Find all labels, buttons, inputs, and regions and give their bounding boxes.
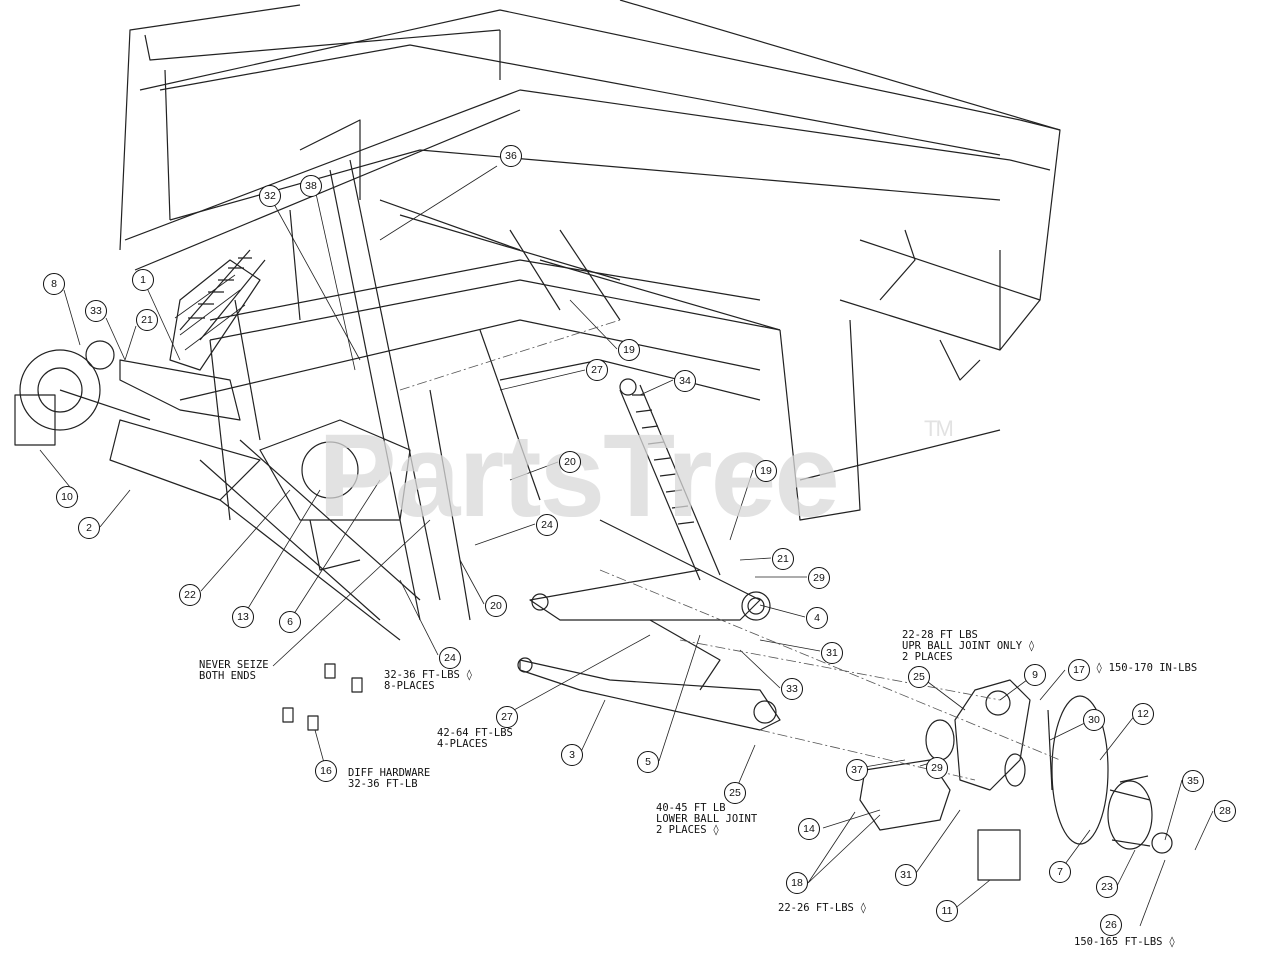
right-control-arms xyxy=(517,519,781,731)
note-torque-32-36-8places: 32-36 FT-LBS ◊ 8-PLACES xyxy=(384,669,473,692)
callout-9[interactable]: 9 xyxy=(1024,664,1046,686)
callout-32[interactable]: 32 xyxy=(259,185,281,207)
callout-34[interactable]: 34 xyxy=(674,370,696,392)
callout-29a[interactable]: 29 xyxy=(808,567,830,589)
callout-25a[interactable]: 25 xyxy=(908,666,930,688)
callout-6[interactable]: 6 xyxy=(279,611,301,633)
callout-22[interactable]: 22 xyxy=(179,584,201,606)
callout-12[interactable]: 12 xyxy=(1132,703,1154,725)
differential-housing xyxy=(259,419,411,571)
callout-33a[interactable]: 33 xyxy=(85,300,107,322)
main-frame xyxy=(119,0,1061,641)
note-torque-42-64: 42-64 FT-LBS 4-PLACES xyxy=(437,727,513,750)
callout-18[interactable]: 18 xyxy=(786,872,808,894)
note-torque-150-170: ◊ 150-170 IN-LBS xyxy=(1096,662,1198,674)
callout-2[interactable]: 2 xyxy=(78,517,100,539)
callout-28[interactable]: 28 xyxy=(1214,800,1236,822)
callout-31b[interactable]: 31 xyxy=(895,864,917,886)
callout-24b[interactable]: 24 xyxy=(439,647,461,669)
callout-35[interactable]: 35 xyxy=(1182,770,1204,792)
callout-13[interactable]: 13 xyxy=(232,606,254,628)
callout-24a[interactable]: 24 xyxy=(536,514,558,536)
callout-16[interactable]: 16 xyxy=(315,760,337,782)
callout-36[interactable]: 36 xyxy=(500,145,522,167)
callout-37[interactable]: 37 xyxy=(846,759,868,781)
callout-5[interactable]: 5 xyxy=(637,751,659,773)
callout-21b[interactable]: 21 xyxy=(772,548,794,570)
callout-23[interactable]: 23 xyxy=(1096,876,1118,898)
left-suspension-assembly xyxy=(14,259,261,501)
callout-1[interactable]: 1 xyxy=(132,269,154,291)
callout-3[interactable]: 3 xyxy=(561,744,583,766)
note-lower-ball-joint: 40-45 FT LB LOWER BALL JOINT 2 PLACES ◊ xyxy=(656,802,758,836)
callout-29b[interactable]: 29 xyxy=(926,757,948,779)
note-never-seize: NEVER SEIZE BOTH ENDS xyxy=(199,659,269,682)
callout-30[interactable]: 30 xyxy=(1083,709,1105,731)
callout-21a[interactable]: 21 xyxy=(136,309,158,331)
callout-19a[interactable]: 19 xyxy=(618,339,640,361)
note-diff-hardware: DIFF HARDWARE 32-36 FT-LB xyxy=(348,767,431,790)
callout-11[interactable]: 11 xyxy=(936,900,958,922)
callout-27b[interactable]: 27 xyxy=(496,706,518,728)
callout-10[interactable]: 10 xyxy=(56,486,78,508)
callout-20b[interactable]: 20 xyxy=(485,595,507,617)
callout-4[interactable]: 4 xyxy=(806,607,828,629)
note-torque-22-26: 22-26 FT-LBS ◊ xyxy=(778,902,867,914)
callout-8[interactable]: 8 xyxy=(43,273,65,295)
callout-27a[interactable]: 27 xyxy=(586,359,608,381)
shock-absorber-left xyxy=(179,249,266,341)
callout-7[interactable]: 7 xyxy=(1049,861,1071,883)
right-knuckle-hub-exploded xyxy=(859,679,1173,881)
callout-38[interactable]: 38 xyxy=(300,175,322,197)
shock-absorber-right xyxy=(619,378,721,581)
callout-17[interactable]: 17 xyxy=(1068,659,1090,681)
diff-hardware-bolts xyxy=(282,663,363,731)
callout-20a[interactable]: 20 xyxy=(559,451,581,473)
callout-14[interactable]: 14 xyxy=(798,818,820,840)
note-upper-ball-joint: 22-28 FT LBS UPR BALL JOINT ONLY ◊ 2 PLA… xyxy=(902,629,1035,663)
callout-26[interactable]: 26 xyxy=(1100,914,1122,936)
note-torque-150-165: 150-165 FT-LBS ◊ xyxy=(1074,936,1176,948)
callout-31a[interactable]: 31 xyxy=(821,642,843,664)
callout-25b[interactable]: 25 xyxy=(724,782,746,804)
callout-33b[interactable]: 33 xyxy=(781,678,803,700)
callout-19b[interactable]: 19 xyxy=(755,460,777,482)
leader-lines xyxy=(39,165,1214,927)
